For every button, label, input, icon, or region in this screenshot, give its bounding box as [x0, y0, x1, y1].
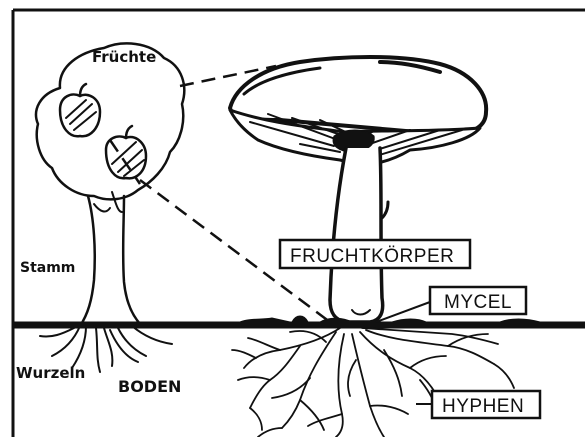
soil-surface — [13, 316, 585, 328]
fruchtkoerper-label: FRUCHTKÖRPER — [290, 246, 454, 267]
fruits-label: Früchte — [92, 48, 156, 66]
roots-label: Wurzeln — [16, 364, 85, 382]
tree-trunk — [80, 196, 142, 326]
soil-label: BODEN — [118, 377, 181, 396]
hyphen-label: HYPHEN — [442, 396, 524, 417]
mushroom — [230, 57, 486, 322]
apple-left — [60, 84, 100, 136]
mycel-label: MYCEL — [444, 292, 512, 313]
trunk-label: Stamm — [20, 260, 75, 276]
mushroom-stem — [330, 148, 383, 322]
hyphae-network — [232, 328, 514, 437]
apple-right — [106, 126, 146, 178]
tree-crown — [36, 43, 184, 199]
